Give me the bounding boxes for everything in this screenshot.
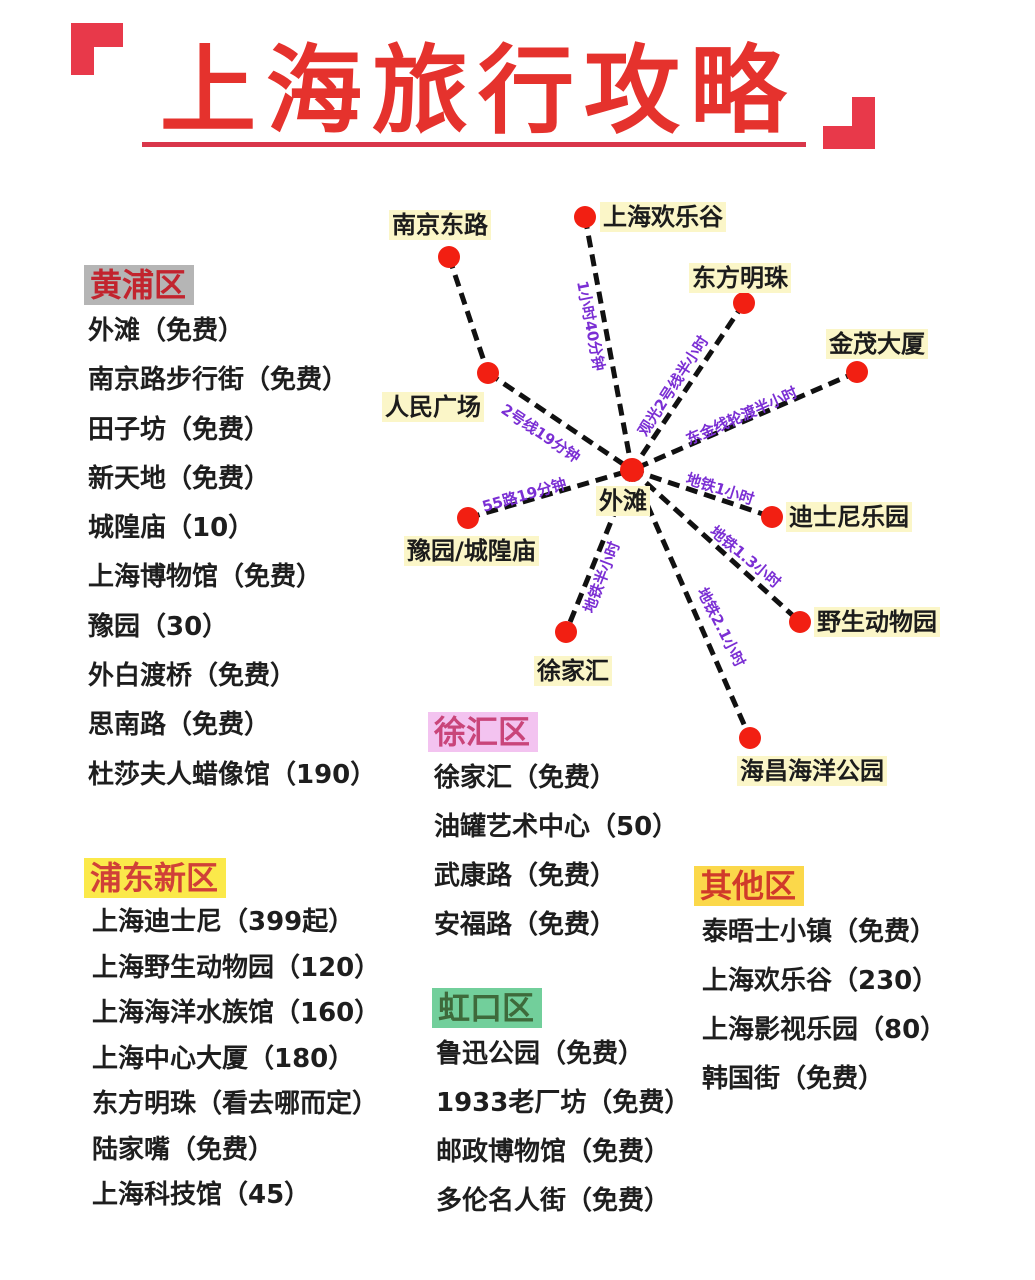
route-nodes (438, 206, 868, 749)
attraction-list-pudong: 上海迪士尼（399起） 上海野生动物园（120） 上海海洋水族馆（160） 上海… (84, 900, 380, 1219)
list-item: 上海海洋水族馆（160） (92, 998, 381, 1028)
node-label-hub: 外滩 (596, 486, 650, 516)
list-item: 安福路（免费） (434, 910, 617, 940)
route-label-renmin-bund: 2号线19分钟 (498, 400, 584, 466)
route-line-bund-xujiahui (563, 469, 635, 633)
node-dot-happyvalley (574, 206, 596, 228)
node-label-disney: 迪士尼乐园 (786, 502, 912, 532)
list-item: 鲁迅公园（免费） (436, 1039, 645, 1069)
list-item: 杜莎夫人蜡像馆（190） (88, 759, 377, 790)
node-label-renmin: 人民广场 (382, 392, 484, 422)
node-dot-pearl (733, 292, 755, 314)
node-label-jinmao: 金茂大厦 (826, 329, 928, 359)
list-item: 上海中心大厦（180） (92, 1043, 355, 1074)
list-item: 多伦名人街（免费） (436, 1186, 671, 1216)
node-label-pearl: 东方明珠 (689, 263, 791, 293)
route-label-jinmao-bund: 东金线轮渡半小时 (683, 383, 800, 448)
section-title-xuhui: 徐汇区 (428, 712, 539, 752)
node-dot-jinmao (846, 361, 868, 383)
node-label-yuyuan: 豫园/城隍庙 (404, 536, 539, 566)
list-item: 上海博物馆（免费） (88, 562, 323, 593)
attraction-list-xuhui: 徐家汇（免费） 油罐艺术中心（50） 武康路（免费） 安福路（免费） (428, 754, 678, 950)
section-other: 其他区 泰晤士小镇（免费） 上海欢乐谷（230） 上海影视乐园（80） 韩国街（… (694, 866, 946, 1104)
route-line-nanjing-renmin (446, 256, 491, 374)
section-huangpu: 黄浦区 外滩（免费） 南京路步行街（免费） 田子坊（免费） 新天地（免费） 城隍… (84, 265, 376, 800)
list-item: 1933老厂坊（免费） (436, 1088, 691, 1118)
list-item: 油罐艺术中心（50） (434, 812, 679, 842)
section-pudong: 浦东新区 上海迪士尼（399起） 上海野生动物园（120） 上海海洋水族馆（16… (84, 858, 380, 1219)
node-dot-zoo (789, 611, 811, 633)
title-underline (142, 142, 806, 147)
node-dot-nanjing (438, 246, 460, 268)
route-label-yuyuan-bund: 55路19分钟 (480, 475, 568, 516)
route-line-bund-haichang (629, 468, 753, 740)
list-item: 徐家汇（免费） (434, 763, 617, 793)
node-label-zoo: 野生动物园 (814, 607, 940, 637)
attraction-list-huangpu: 外滩（免费） 南京路步行街（免费） 田子坊（免费） 新天地（免费） 城隍庙（10… (84, 307, 376, 800)
route-label-bund-zoo: 地铁1.3小时 (706, 522, 784, 591)
route-line-bund-zoo (630, 468, 802, 624)
section-xuhui: 徐汇区 徐家汇（免费） 油罐艺术中心（50） 武康路（免费） 安福路（免费） (428, 712, 678, 950)
list-item: 外滩（免费） (88, 316, 245, 346)
list-item: 思南路（免费） (88, 710, 271, 741)
list-item: 陆家嘴（免费） (92, 1134, 275, 1165)
route-label-bund-haichang: 地铁2.1小时 (693, 585, 748, 670)
node-dot-yuyuan (457, 507, 479, 529)
route-line-yuyuan-bund (467, 467, 633, 521)
list-item: 外白渡桥（免费） (88, 661, 297, 692)
list-item: 上海科技馆（45） (92, 1180, 311, 1210)
list-item: 上海欢乐谷（230） (702, 966, 939, 996)
node-dot-renmin (477, 362, 499, 384)
list-item: 田子坊（免费） (88, 414, 271, 445)
node-dot-hub (620, 458, 644, 482)
list-item: 豫园（30） (88, 611, 229, 642)
list-item: 南京路步行街（免费） (88, 365, 349, 396)
route-lines (446, 216, 858, 740)
list-item: 东方明珠（看去哪而定） (92, 1089, 379, 1119)
section-hongkou: 虹口区 鲁迅公园（免费） 1933老厂坊（免费） 邮政博物馆（免费） 多伦名人街… (432, 988, 690, 1226)
node-dot-haichang (739, 727, 761, 749)
node-dot-xujiahui (555, 621, 577, 643)
list-item: 新天地（免费） (88, 463, 271, 494)
list-item: 韩国街（免费） (702, 1064, 885, 1094)
node-label-nanjing: 南京东路 (389, 210, 491, 240)
section-title-hongkou: 虹口区 (432, 988, 543, 1028)
route-label-happyvalley-bund: 1小时40分钟 (573, 279, 608, 372)
list-item: 上海野生动物园（120） (92, 952, 381, 983)
route-line-bund-disney (631, 467, 773, 520)
route-line-happyvalley-bund (582, 216, 635, 471)
route-labels: 2号线19分钟 1小时40分钟 观光2号线半小时 东金线轮渡半小时 55路19分… (480, 279, 800, 670)
list-item: 泰晤士小镇（免费） (702, 917, 937, 947)
attraction-list-other: 泰晤士小镇（免费） 上海欢乐谷（230） 上海影视乐园（80） 韩国街（免费） (694, 908, 946, 1104)
section-title-huangpu: 黄浦区 (84, 265, 195, 305)
list-item: 武康路（免费） (434, 861, 617, 891)
route-line-pearl-bund (629, 301, 747, 472)
right-bracket-bottom (823, 126, 875, 149)
list-item: 邮政博物馆（免费） (436, 1137, 671, 1167)
section-title-other: 其他区 (694, 866, 805, 906)
route-label-bund-disney: 地铁1小时 (684, 470, 757, 509)
attraction-list-hongkou: 鲁迅公园（免费） 1933老厂坊（免费） 邮政博物馆（免费） 多伦名人街（免费） (432, 1030, 690, 1226)
list-item: 上海迪士尼（399起） (92, 907, 355, 937)
list-item: 上海影视乐园（80） (702, 1015, 947, 1045)
left-bracket-side (71, 23, 94, 75)
page-title: 上海旅行攻略 (160, 35, 796, 147)
section-title-pudong: 浦东新区 (84, 858, 227, 898)
node-dot-disney (761, 506, 783, 528)
node-label-haichang: 海昌海洋公园 (737, 756, 887, 786)
route-label-pearl-bund: 观光2号线半小时 (634, 333, 712, 440)
list-item: 城隍庙（10） (88, 513, 255, 544)
node-label-xujiahui: 徐家汇 (534, 656, 612, 686)
route-line-jinmao-bund (631, 369, 858, 473)
route-label-bund-xujiahui: 地铁半小时 (580, 539, 624, 615)
route-line-renmin-bund (486, 370, 634, 473)
node-label-happyvalley: 上海欢乐谷 (600, 202, 726, 232)
